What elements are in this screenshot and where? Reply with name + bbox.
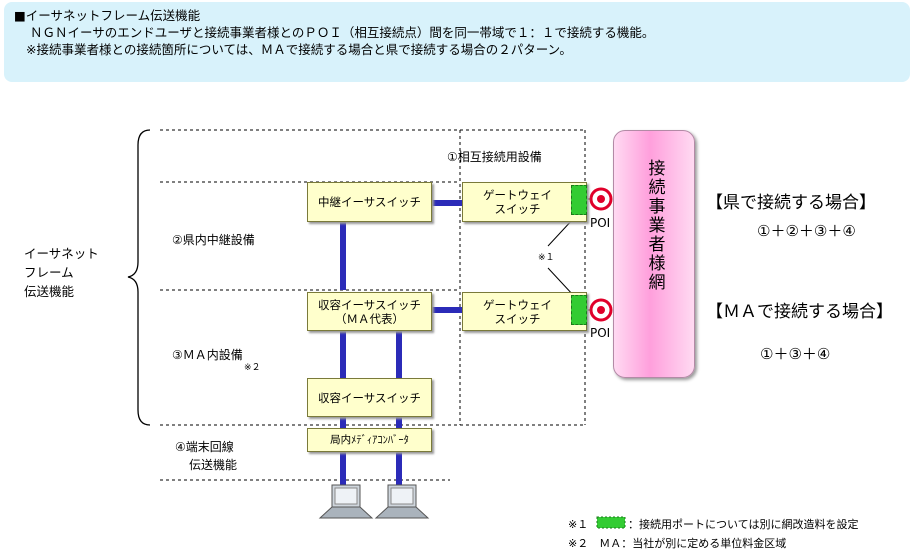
aggregation-switch: 収容イーサスイッチ (307, 378, 432, 417)
laptop-icon (374, 484, 430, 519)
gateway-switch-bottom: ゲートウェイ スイッチ (462, 292, 587, 331)
port-legend-swatch (596, 516, 626, 529)
carrier-network-label: 接続事業者様網 (614, 159, 694, 298)
footnote-2-text: ※２ ＭＡ：当社が別に定める単位料金区域 (568, 537, 787, 550)
left-label-line-1: イーサネット (24, 246, 99, 261)
section-4-label-line-2: 伝送機能 (189, 458, 238, 472)
relay-ethernet-switch: 中継イーサスイッチ (307, 182, 432, 222)
left-brace (127, 129, 151, 426)
gateway-switch-top: ゲートウェイ スイッチ (462, 182, 587, 222)
network-links (340, 200, 462, 485)
case-prefecture-title: 【県で接続する場合】 (706, 193, 876, 213)
aggregation-ma-label-2: （ＭＡ代表） (335, 311, 404, 326)
poi-marker-top (589, 187, 613, 211)
left-label-line-3: 伝送機能 (24, 284, 75, 299)
laptop-icon (318, 484, 374, 519)
section-4-label-line-1: ④端末回線 (175, 440, 234, 454)
section-3-label: ③ＭＡ内設備 (172, 348, 243, 362)
media-converter: 局内ﾒﾃﾞｨｱｺﾝﾊﾞｰﾀ (307, 428, 432, 452)
connection-port-top-overlay (571, 185, 587, 215)
case-ma-formula: ①＋③＋④ (760, 345, 831, 363)
footnote-1-mark: ※１ (568, 518, 589, 531)
gateway-top-label-1: ゲートウェイ (483, 188, 552, 202)
banner-line-2: ※接続事業者様との接続箇所については、ＭＡで接続する場合と県で接続する場合の２パ… (26, 42, 572, 57)
poi-label-bottom: POI (590, 326, 611, 340)
case-prefecture-formula: ①＋②＋③＋④ (757, 222, 856, 240)
gateway-bottom-label-1: ゲートウェイ (483, 297, 552, 312)
aggregation-ma-label-1: 収容イーサスイッチ (317, 297, 422, 312)
section-1-label: ①相互接続用設備 (447, 150, 542, 164)
poi-label-top: POI (590, 216, 611, 230)
description-banner: ■イーサネットフレーム伝送機能 ＮＧＮイーサのエンドユーザと接続事業者様とのＰＯ… (4, 2, 910, 82)
section-2-label: ②県内中継設備 (172, 233, 255, 247)
case-ma-title: 【ＭＡで接続する場合】 (706, 302, 893, 322)
media-converter-label: 局内ﾒﾃﾞｨｱｺﾝﾊﾞｰﾀ (330, 434, 409, 446)
relay-switch-label: 中継イーサスイッチ (317, 195, 422, 209)
carrier-network: 接続事業者様網 (613, 130, 695, 378)
gateway-top-label-2: スイッチ (494, 202, 541, 216)
footnote-1-text: ：接続用ポートについては別に網改造料を設定 (628, 518, 859, 531)
note-arrows (547, 217, 575, 297)
aggregation-switch-ma: 収容イーサスイッチ （ＭＡ代表） (307, 292, 432, 331)
gateway-bottom-label-2: スイッチ (494, 311, 541, 326)
section-3-note: ※２ (244, 363, 261, 373)
aggregation-label: 収容イーサスイッチ (317, 390, 422, 405)
note-1-marker: ※１ (538, 253, 555, 263)
banner-title: ■イーサネットフレーム伝送機能 (14, 8, 201, 23)
carrier-network-text: 接続事業者様網 (644, 159, 665, 292)
left-label-line-2: フレーム (24, 265, 74, 280)
ethernet-frame-label: イーサネット フレーム 伝送機能 (24, 244, 99, 301)
poi-marker-bottom (589, 298, 613, 322)
banner-line-1: ＮＧＮイーサのエンドユーザと接続事業者様とのＰＯＩ（相互接続点）間を同一帯域で１… (30, 25, 655, 40)
connection-port-bottom-overlay (571, 295, 587, 325)
